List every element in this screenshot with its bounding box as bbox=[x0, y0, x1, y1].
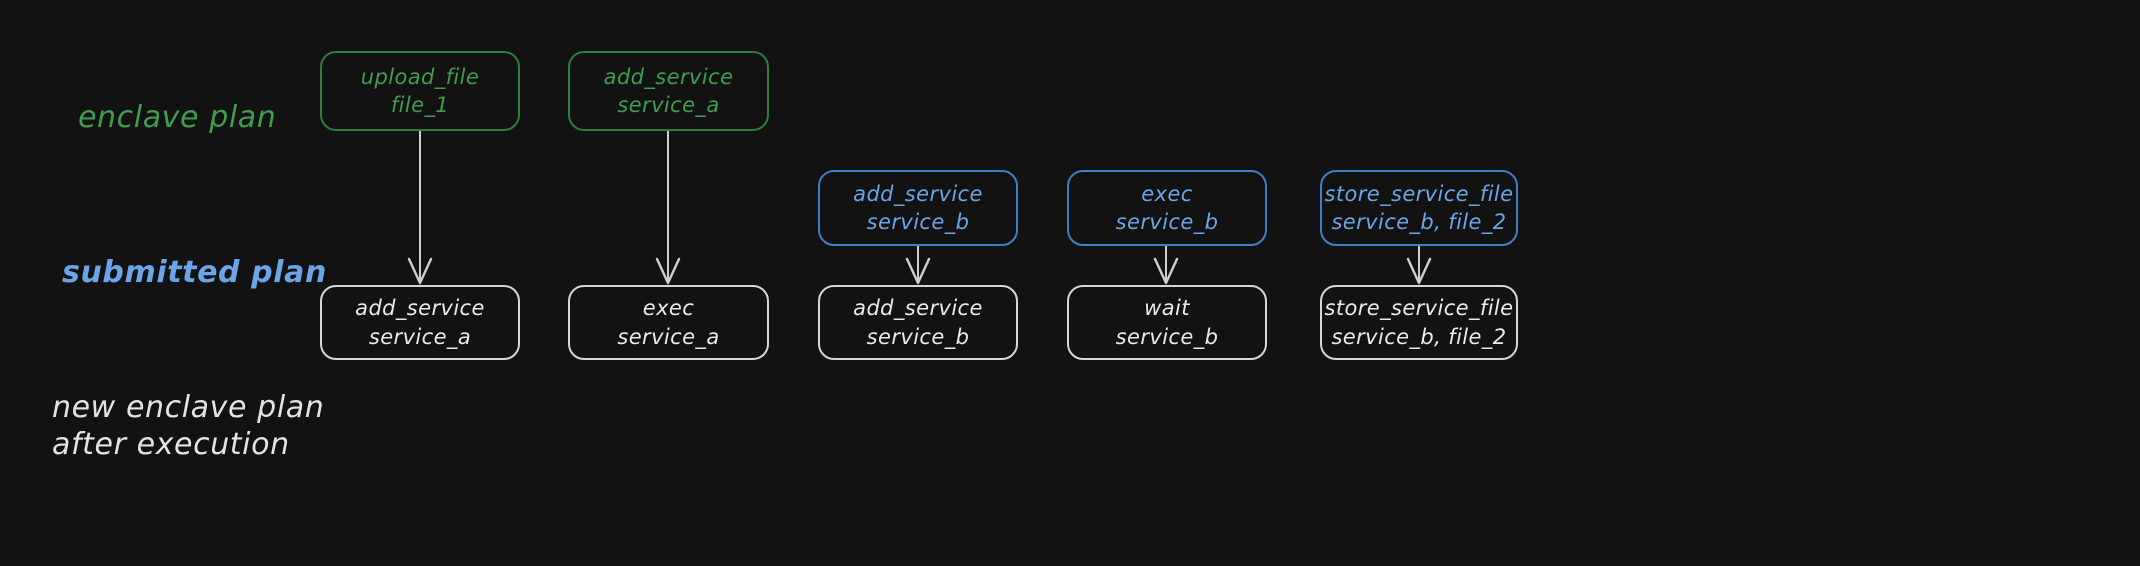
node-action-label: exec bbox=[1141, 181, 1193, 206]
arrow-head bbox=[1153, 257, 1179, 285]
node-action-label: store_service_file bbox=[1324, 296, 1514, 321]
node-action-label: add_service bbox=[603, 64, 734, 89]
arrow-head bbox=[905, 257, 931, 285]
arrow-head bbox=[1406, 257, 1432, 285]
node-action-label: add_service bbox=[853, 296, 983, 321]
node-submitted-exec-service-b[interactable]: exec service_b bbox=[1067, 170, 1267, 246]
node-action-label: upload_file bbox=[360, 64, 480, 89]
node-args-label: file_1 bbox=[390, 93, 450, 117]
row-label-enclave-plan: enclave plan bbox=[78, 100, 277, 135]
node-action-label: exec bbox=[642, 296, 695, 321]
node-args-label: service_a bbox=[368, 324, 472, 349]
node-args-label: service_b bbox=[866, 210, 970, 234]
arrow-arrow-submitted-store-to-new-store bbox=[1406, 246, 1432, 285]
row-label-submitted-plan: submitted plan bbox=[62, 255, 327, 290]
node-new-exec-service-a[interactable]: exec service_a bbox=[568, 285, 769, 360]
arrow-head bbox=[655, 257, 681, 285]
node-submitted-add-service-b[interactable]: add_service service_b bbox=[818, 170, 1018, 246]
arrow-arrow-upload-to-add-service-a bbox=[407, 131, 433, 285]
node-args-label: service_b, file_2 bbox=[1331, 210, 1507, 234]
row-label-new-enclave-plan-line2: after execution bbox=[52, 426, 290, 462]
node-action-label: wait bbox=[1144, 296, 1190, 321]
node-submitted-store-service-file[interactable]: store_service_file service_b, file_2 bbox=[1320, 170, 1518, 246]
row-label-new-enclave-plan-line1: new enclave plan bbox=[52, 390, 325, 425]
node-action-label: add_service bbox=[355, 296, 485, 321]
node-enclave-upload-file[interactable]: upload_file file_1 bbox=[320, 51, 520, 131]
arrow-arrow-add-service-a-to-exec bbox=[655, 131, 681, 285]
node-new-wait-service-b[interactable]: wait service_b bbox=[1067, 285, 1267, 360]
arrow-arrow-submitted-exec-b-to-wait-b bbox=[1153, 246, 1179, 285]
node-args-label: service_b, file_2 bbox=[1331, 324, 1507, 349]
node-args-label: service_b bbox=[866, 324, 970, 349]
arrow-arrow-submitted-add-b-to-new-add-b bbox=[905, 246, 931, 285]
node-new-store-service-file[interactable]: store_service_file service_b, file_2 bbox=[1320, 285, 1518, 360]
node-args-label: service_b bbox=[1115, 324, 1219, 349]
node-enclave-add-service-a[interactable]: add_service service_a bbox=[568, 51, 769, 131]
node-new-add-service-a[interactable]: add_service service_a bbox=[320, 285, 520, 360]
node-args-label: service_a bbox=[617, 324, 720, 349]
node-action-label: add_service bbox=[853, 181, 983, 206]
node-new-add-service-b[interactable]: add_service service_b bbox=[818, 285, 1018, 360]
arrow-head bbox=[407, 257, 433, 285]
node-args-label: service_a bbox=[617, 93, 720, 117]
node-args-label: service_b bbox=[1115, 210, 1219, 234]
node-action-label: store_service_file bbox=[1324, 181, 1514, 206]
